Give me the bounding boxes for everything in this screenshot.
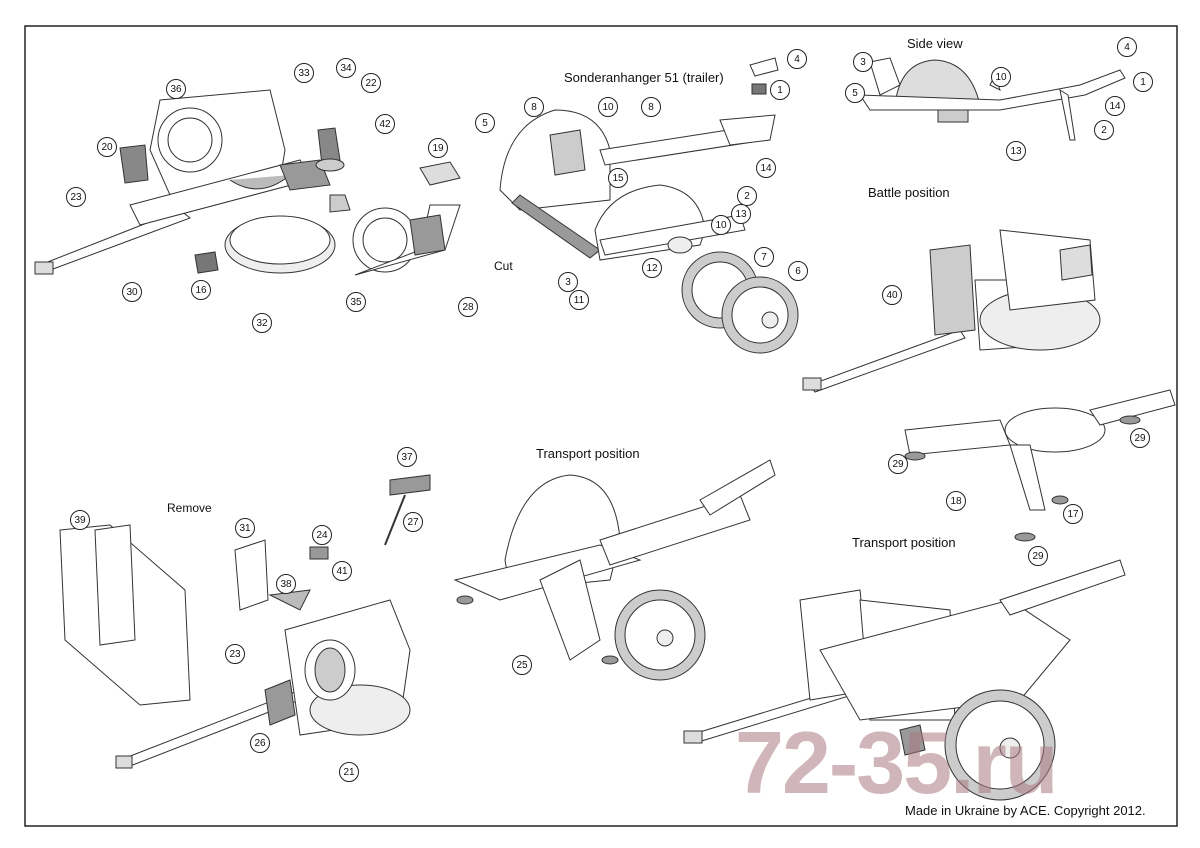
part-number: 8 <box>524 97 544 117</box>
part-number: 3 <box>558 272 578 292</box>
part-number: 31 <box>235 518 255 538</box>
part-number: 5 <box>475 113 495 133</box>
part-number: 20 <box>97 137 117 157</box>
part-number: 13 <box>731 204 751 224</box>
part-number: 28 <box>458 297 478 317</box>
part-number: 2 <box>1094 120 1114 140</box>
part-number: 5 <box>845 83 865 103</box>
part-number: 39 <box>70 510 90 530</box>
part-number: 4 <box>1117 37 1137 57</box>
part-number: 18 <box>946 491 966 511</box>
part-number: 2 <box>737 186 757 206</box>
part-number: 19 <box>428 138 448 158</box>
part-number: 37 <box>397 447 417 467</box>
part-number: 32 <box>252 313 272 333</box>
part-number: 15 <box>608 168 628 188</box>
part-number: 10 <box>598 97 618 117</box>
part-number: 29 <box>888 454 908 474</box>
caption-trailer: Sonderanhanger 51 (trailer) <box>564 70 724 85</box>
part-number: 38 <box>276 574 296 594</box>
part-number: 33 <box>294 63 314 83</box>
part-number: 25 <box>512 655 532 675</box>
battle-position-drawing <box>802 229 1176 542</box>
part-number: 23 <box>66 187 86 207</box>
part-number: 29 <box>1028 546 1048 566</box>
gun-assembly-left <box>59 474 431 769</box>
page-frame <box>24 25 1178 827</box>
part-number: 8 <box>641 97 661 117</box>
part-number: 30 <box>122 282 142 302</box>
part-number: 35 <box>346 292 366 312</box>
part-number: 21 <box>339 762 359 782</box>
part-number: 22 <box>361 73 381 93</box>
part-number: 40 <box>882 285 902 305</box>
part-number: 42 <box>375 114 395 134</box>
gun-cradle-exploded <box>34 89 461 276</box>
watermark-logo: 72-35.ru <box>735 713 1059 812</box>
part-number: 41 <box>332 561 352 581</box>
caption-transport-position-right: Transport position <box>852 535 956 550</box>
part-number: 34 <box>336 58 356 78</box>
part-number: 1 <box>770 80 790 100</box>
part-number: 36 <box>166 79 186 99</box>
side-view-drawing <box>859 57 1126 141</box>
part-number: 3 <box>853 52 873 72</box>
copyright-text: Made in Ukraine by ACE. Copyright 2012. <box>905 803 1146 818</box>
part-number: 14 <box>1105 96 1125 116</box>
label-remove: Remove <box>167 501 212 515</box>
part-number: 23 <box>225 644 245 664</box>
part-number: 16 <box>191 280 211 300</box>
part-number: 26 <box>250 733 270 753</box>
part-number: 24 <box>312 525 332 545</box>
part-number: 11 <box>569 290 589 310</box>
part-number: 10 <box>711 215 731 235</box>
part-number: 6 <box>788 261 808 281</box>
part-number: 1 <box>1133 72 1153 92</box>
caption-transport-position-middle: Transport position <box>536 446 640 461</box>
part-number: 13 <box>1006 141 1026 161</box>
part-number: 12 <box>642 258 662 278</box>
caption-side-view: Side view <box>907 36 963 51</box>
caption-battle-position: Battle position <box>868 185 950 200</box>
part-number: 14 <box>756 158 776 178</box>
part-number: 10 <box>991 67 1011 87</box>
part-number: 17 <box>1063 504 1083 524</box>
transport-drawing-middle <box>453 459 776 681</box>
trailer-exploded <box>499 57 799 354</box>
part-number: 4 <box>787 49 807 69</box>
part-number: 29 <box>1130 428 1150 448</box>
label-cut: Cut <box>494 259 513 273</box>
transport-drawing-right <box>683 559 1126 801</box>
part-number: 7 <box>754 247 774 267</box>
part-number: 27 <box>403 512 423 532</box>
